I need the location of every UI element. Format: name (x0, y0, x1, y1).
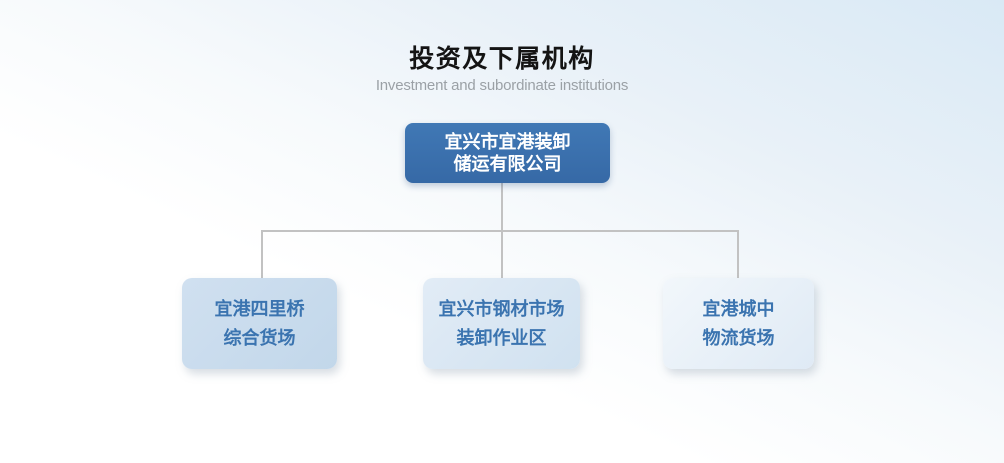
org-node-line2: 综合货场 (223, 327, 296, 348)
page-subtitle: Investment and subordinate institutions (375, 77, 629, 94)
org-node-root-line1: 宜兴市宜港装卸 (444, 132, 571, 152)
org-node-line2: 物流货场 (702, 327, 775, 348)
page-header: 投资及下属机构 Investment and subordinate insti… (0, 44, 1004, 95)
org-node-line1: 宜港城中 (702, 298, 775, 319)
org-node-steel-market-area: 宜兴市钢材市场 装卸作业区 (423, 278, 580, 369)
org-node-chengzhong-logistics: 宜港城中 物流货场 (663, 278, 814, 369)
org-node-line1: 宜兴市钢材市场 (438, 298, 565, 319)
org-node-line2: 装卸作业区 (456, 327, 547, 348)
org-node-root-line2: 储运有限公司 (453, 154, 562, 174)
connector-horizontal-bar (261, 230, 739, 232)
org-node-root: 宜兴市宜港装卸 储运有限公司 (405, 123, 610, 183)
connector-drop-middle (501, 230, 503, 278)
org-node-line1: 宜港四里桥 (214, 298, 305, 319)
page-title: 投资及下属机构 (409, 45, 595, 73)
connector-root-stem (501, 182, 503, 232)
connector-drop-right (737, 230, 739, 278)
org-node-silqiao-yard: 宜港四里桥 综合货场 (182, 278, 337, 369)
connector-drop-left (261, 230, 263, 278)
